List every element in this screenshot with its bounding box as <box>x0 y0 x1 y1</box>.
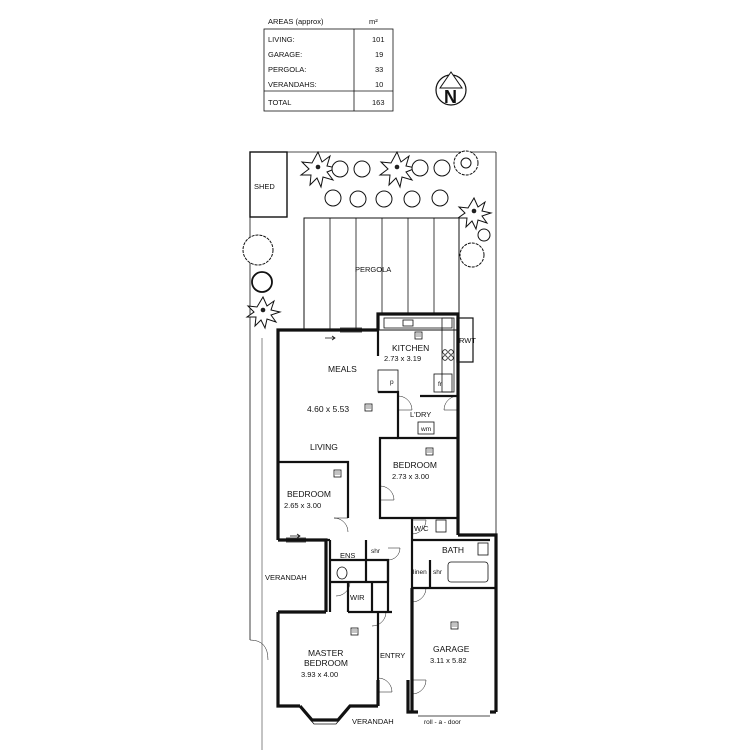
shrub-icon <box>403 190 421 208</box>
pergola: PERGOLA <box>303 217 460 331</box>
washing-machine-label: wm <box>420 426 431 433</box>
area-label-verandahs: VERANDAHS: <box>268 80 317 89</box>
area-label-pergola: PERGOLA: <box>268 65 306 74</box>
room-labels: KITCHEN 2.73 x 3.19 p fr MEALS 4.60 x 5.… <box>265 343 470 726</box>
shed: SHED <box>249 151 288 218</box>
meals-label: MEALS <box>328 364 357 374</box>
north-arrow-icon: N <box>435 71 467 107</box>
garage-size: 3.11 x 5.82 <box>430 656 467 665</box>
bath-label: BATH <box>442 545 464 555</box>
shrub-icon <box>433 159 451 177</box>
wir-label: WIR <box>350 593 365 602</box>
site-boundary <box>249 151 497 750</box>
palm-icon <box>456 196 493 231</box>
master-label-line2: BEDROOM <box>304 658 348 668</box>
verandah-side-label: VERANDAH <box>265 573 307 582</box>
living-size: 4.60 x 5.53 <box>307 404 349 414</box>
tree-icon <box>242 234 274 266</box>
bath-shower-label: shr <box>433 569 443 576</box>
fridge-label: fr <box>438 381 443 388</box>
areas-table: AREAS (approx) m² LIVING: 101 GARAGE: 19… <box>263 17 394 112</box>
bedroom3-size: 2.65 x 3.00 <box>284 501 321 510</box>
palm-icon <box>378 150 418 189</box>
kitchen-size: 2.73 x 3.19 <box>384 354 421 363</box>
rainwater-tank: RWT <box>456 317 476 363</box>
area-value-living: 101 <box>372 35 385 44</box>
wc-label: W/C <box>414 524 429 533</box>
palm-icon <box>245 295 282 330</box>
area-label-living: LIVING: <box>268 35 295 44</box>
tree-icon <box>459 242 485 268</box>
internal-walls <box>278 317 496 680</box>
shrub-icon <box>251 271 273 293</box>
shed-label: SHED <box>254 182 275 191</box>
ensuite-label: ENS <box>340 551 355 560</box>
pergola-label: PERGOLA <box>355 265 391 274</box>
shrub-icon <box>411 159 429 177</box>
linen-label: linen <box>413 569 427 576</box>
area-label-total: TOTAL <box>268 98 291 107</box>
shrub-icon <box>331 160 349 178</box>
area-value-garage: 19 <box>375 50 383 59</box>
shrub-icon <box>324 189 342 207</box>
area-value-total: 163 <box>372 98 385 107</box>
landscaping <box>242 150 493 330</box>
light-markers <box>333 331 459 636</box>
area-label-garage: GARAGE: <box>268 50 302 59</box>
pantry-label: p <box>390 379 394 386</box>
entry-label: ENTRY <box>380 651 405 660</box>
living-label: LIVING <box>310 442 338 452</box>
garage-label: GARAGE <box>433 644 470 654</box>
shrub-icon <box>353 160 371 178</box>
north-letter: N <box>444 87 457 107</box>
ensuite-shower-label: shr <box>371 548 381 555</box>
kitchen-label: KITCHEN <box>392 343 429 353</box>
master-size: 3.93 x 4.00 <box>301 670 338 679</box>
areas-header-unit: m² <box>369 17 378 26</box>
palm-icon <box>299 150 339 189</box>
doors <box>286 327 490 717</box>
verandah-front-label: VERANDAH <box>352 717 394 726</box>
rwt-label: RWT <box>459 336 476 345</box>
area-value-pergola: 33 <box>375 65 383 74</box>
master-label: MASTER <box>308 648 343 658</box>
area-value-verandahs: 10 <box>375 80 383 89</box>
roll-a-door-label: roll - a - door <box>424 719 462 726</box>
areas-header-label: AREAS (approx) <box>268 17 324 26</box>
bedroom3-label: BEDROOM <box>287 489 331 499</box>
bedroom2-label: BEDROOM <box>393 460 437 470</box>
shrub-icon <box>349 190 367 208</box>
shrub-icon <box>431 189 449 207</box>
bedroom2-size: 2.73 x 3.00 <box>392 472 429 481</box>
shrub-icon <box>375 190 393 208</box>
shrub-icon <box>477 228 491 242</box>
laundry-label: L'DRY <box>410 410 431 419</box>
tree-icon <box>453 150 479 176</box>
